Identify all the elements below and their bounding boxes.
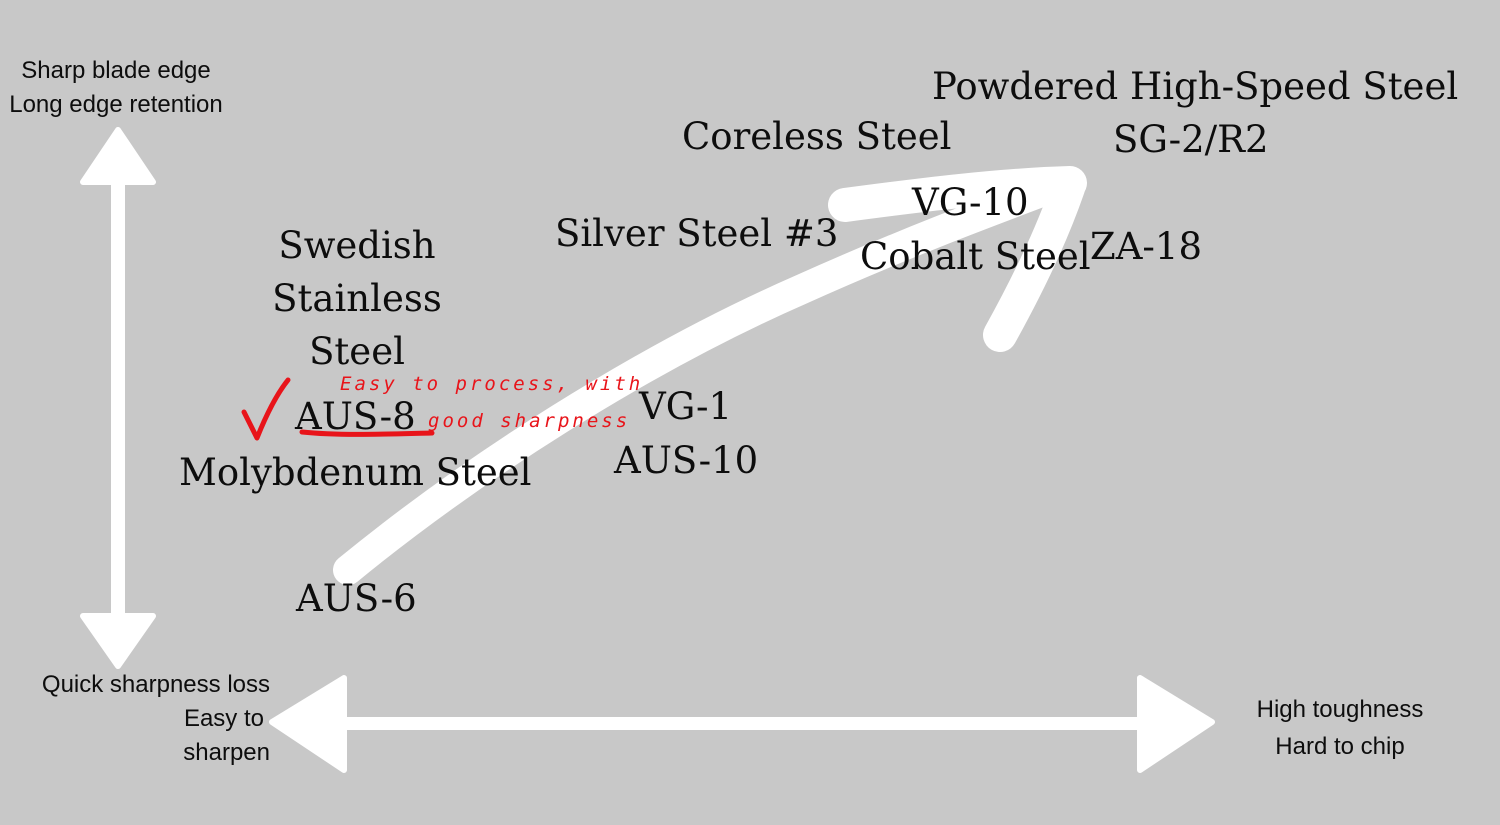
- vertical-axis-arrow: [80, 127, 156, 669]
- y-axis-top-label: Sharp blade edge Long edge retention: [0, 54, 232, 122]
- swedish-line2: Stainless: [272, 277, 442, 320]
- y-axis-bottom-label: Quick sharpness loss Easy to sharpen: [0, 668, 270, 770]
- check-mark-icon: [241, 377, 291, 441]
- x-axis-right-label: High toughness Hard to chip: [1230, 691, 1450, 765]
- steel-aus10: AUS-10: [614, 439, 759, 482]
- y-top-line1: Sharp blade edge: [21, 57, 211, 84]
- x-right-line2: Hard to chip: [1275, 733, 1405, 760]
- annotation-note-line2: good sharpness: [428, 410, 631, 432]
- steel-silver-3: Silver Steel #3: [555, 212, 839, 255]
- underline-mark: [299, 429, 435, 437]
- steel-aus8: AUS-8: [295, 395, 416, 438]
- y-top-line2: Long edge retention: [9, 91, 223, 118]
- y-bottom-line3: sharpen: [183, 739, 270, 766]
- swedish-line1: Swedish: [278, 224, 436, 267]
- annotation-note-line1: Easy to process, with: [340, 373, 644, 395]
- steel-za18: ZA-18: [1090, 225, 1203, 268]
- progression-arrow: [333, 166, 1087, 585]
- x-right-line1: High toughness: [1256, 696, 1424, 723]
- annotation-marks: [241, 377, 435, 441]
- steel-vg1: VG-1: [639, 385, 733, 428]
- y-bottom-line2: Easy to: [183, 705, 264, 732]
- steel-powdered-hss: Powdered High-Speed Steel: [932, 65, 1459, 108]
- swedish-line3: Steel: [309, 330, 405, 373]
- steel-swedish-stainless: Swedish Stainless Steel: [257, 219, 457, 378]
- steel-coreless: Coreless Steel: [682, 115, 952, 158]
- horizontal-axis-arrow: [269, 675, 1215, 773]
- y-bottom-line1: Quick sharpness loss: [41, 671, 270, 698]
- steel-aus6: AUS-6: [296, 577, 417, 620]
- steel-molybdenum: Molybdenum Steel: [179, 451, 532, 494]
- steel-cobalt: Cobalt Steel: [860, 235, 1091, 278]
- steel-sg2-r2: SG-2/R2: [1113, 118, 1269, 161]
- steel-vg10: VG-10: [912, 181, 1029, 224]
